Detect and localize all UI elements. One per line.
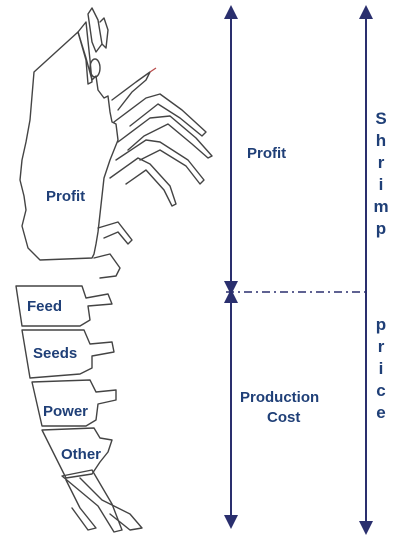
vertical-word-shrimp: S h r i m p (370, 108, 392, 240)
shrimp-eye (90, 59, 100, 77)
shrimp-label-seeds: Seeds (33, 345, 77, 362)
vertical-letter: p (370, 218, 392, 240)
shrimp-label-power: Power (43, 403, 88, 420)
vertical-letter: m (370, 196, 392, 218)
shrimp-tail (66, 480, 96, 530)
vertical-letter: i (370, 174, 392, 196)
vertical-letter: c (370, 380, 392, 402)
shrimp-leg (112, 72, 150, 110)
vertical-letter: p (370, 314, 392, 336)
dimension-label-profit: Profit (247, 144, 286, 164)
dimension-label-cost: Cost (267, 408, 300, 428)
vertical-letter: r (370, 152, 392, 174)
dimension-label-production: Production (240, 388, 319, 408)
shrimp-label-other: Other (61, 446, 101, 463)
shrimp-antenna (100, 18, 108, 48)
shrimp-leg (114, 94, 206, 136)
vertical-letter: r (370, 336, 392, 358)
shrimp-illustration (16, 8, 212, 532)
shrimp-label-profit: Profit (46, 188, 85, 205)
vertical-letter: i (370, 358, 392, 380)
shrimp-pleopod (98, 222, 132, 244)
shrimp-tail (80, 478, 142, 530)
vertical-letter: e (370, 402, 392, 424)
shrimp-antenna-accent (150, 68, 156, 72)
shrimp-leg (116, 140, 204, 184)
vertical-word-price: p r i c e (370, 314, 392, 424)
shrimp-leg (110, 158, 176, 206)
shrimp-antenna (88, 8, 102, 52)
shrimp-leg (118, 116, 212, 158)
vertical-letter: h (370, 130, 392, 152)
vertical-letter: S (370, 108, 392, 130)
shrimp-label-feed: Feed (27, 298, 62, 315)
shrimp-pleopod (94, 254, 120, 278)
